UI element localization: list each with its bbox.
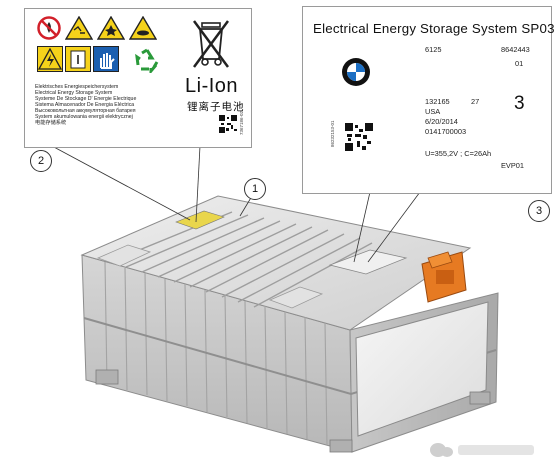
id-vertical-code: 86232153-01 — [330, 120, 335, 147]
id-label: Electrical Energy Storage System SP03 61… — [302, 6, 555, 194]
id-country: USA — [425, 107, 441, 116]
callout-2: 2 — [30, 150, 52, 172]
callout-1: 1 — [244, 178, 266, 200]
id-date: 6/20/2014 — [425, 117, 458, 126]
id-voltage-capacity: U=355,2V ; C=26Ah — [425, 149, 492, 158]
watermark-logo — [430, 443, 534, 457]
warning-label: Li-Ion 锂离子电池 Elektrisches Energiespeiche… — [24, 8, 252, 148]
explosive-warning-icon — [97, 16, 125, 40]
no-fire-icon — [37, 16, 61, 40]
id-code-6125: 6125 — [425, 45, 442, 54]
recycling-icon — [135, 48, 159, 73]
data-matrix-icon — [345, 123, 373, 151]
front-ribs — [104, 261, 328, 446]
id-evp: EVP01 — [501, 161, 525, 170]
crossed-bin-icon — [192, 20, 230, 68]
warn-vertical-code: 7367186-02 — [239, 110, 244, 135]
bmw-logo-icon — [342, 58, 370, 86]
id-number: 0141700003 — [425, 127, 467, 136]
module-blocks — [96, 244, 324, 309]
top-ribs — [109, 211, 373, 308]
warn-line-cn: 电能存储系统 — [35, 120, 67, 126]
hv-connector — [421, 251, 467, 303]
top-warning-sticker — [175, 210, 225, 230]
corrosive-warning-icon — [65, 16, 93, 40]
high-voltage-icon — [37, 46, 63, 72]
warn-line-en: Electrical Energy Storage System — [35, 90, 113, 96]
service-cover — [355, 301, 489, 437]
qr-code-icon — [219, 115, 237, 133]
warn-line-de: Elektrisches Energiespeichersystem — [35, 84, 119, 90]
id-big-digit: 3 — [514, 93, 525, 114]
id-week: 27 — [471, 97, 480, 106]
irritant-warning-icon — [129, 16, 157, 40]
id-part-number: 8642443 — [501, 45, 530, 54]
wear-gloves-icon — [93, 46, 119, 72]
mounting-feet — [95, 369, 491, 453]
id-label-title: Electrical Energy Storage System SP03 — [313, 21, 555, 36]
warn-line-pl: System akumulowania energii elektrycznej — [35, 114, 133, 120]
warn-line-fr: Systeme De Stockage D' Energie Electriqu… — [35, 96, 137, 102]
pack-top-face — [80, 195, 472, 331]
liion-text: Li-Ion — [185, 75, 239, 97]
warn-line-ru: Высоковольтная аккумуляторная батарея — [35, 108, 136, 114]
id-index: 01 — [515, 59, 524, 68]
callout-3: 3 — [528, 200, 550, 222]
read-manual-icon — [65, 46, 91, 72]
leader-lines — [51, 145, 421, 263]
liion-chinese-text: 锂离子电池 — [187, 101, 245, 113]
warn-line-es: Sistema Almacenador De Energia Eléctrica — [35, 102, 135, 108]
id-serial: 132165 — [425, 97, 450, 106]
